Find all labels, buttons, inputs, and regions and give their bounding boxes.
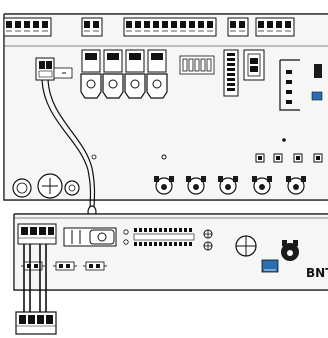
bottom-terminal-block <box>15 311 57 335</box>
header-pin <box>227 88 235 91</box>
status-pads <box>91 138 323 163</box>
chip-pin <box>154 242 157 246</box>
chip-pin <box>139 228 142 232</box>
terminal-screw <box>24 21 30 28</box>
terminal-screw <box>230 21 236 28</box>
module-brand-label: BNT <box>306 266 328 280</box>
terminal-screw <box>144 21 150 28</box>
chip-pin <box>149 228 152 232</box>
chip-pin <box>144 242 147 246</box>
small-component <box>55 261 75 271</box>
right-bracket-connector <box>279 59 323 111</box>
chip-pin <box>159 228 162 232</box>
terminal-screw <box>239 21 245 28</box>
small-component <box>85 261 105 271</box>
left-connector <box>35 57 73 81</box>
chip-pin <box>184 228 187 232</box>
chip-pin <box>144 228 147 232</box>
terminal-screw <box>6 21 12 28</box>
terminal-screw <box>285 21 291 28</box>
terminal-block <box>255 17 295 37</box>
bnt-module <box>13 213 328 291</box>
interconnect-wires <box>23 244 47 314</box>
terminal-screw <box>162 21 168 28</box>
terminal-screw <box>189 21 195 28</box>
terminal-screw <box>153 21 159 28</box>
header-pin <box>227 78 235 81</box>
chip-pin <box>169 228 172 232</box>
terminal-screw <box>93 21 99 28</box>
terminal-screw <box>171 21 177 28</box>
chip-pin <box>154 228 157 232</box>
chip-pin <box>179 228 182 232</box>
terminal-screw <box>15 21 21 28</box>
chip-pin <box>134 228 137 232</box>
chip-pin <box>174 242 177 246</box>
terminal-screw <box>135 21 141 28</box>
dip-switch <box>206 58 212 72</box>
chip-pin <box>174 228 177 232</box>
chip-pin <box>149 242 152 246</box>
top-terminal-strip <box>3 17 295 37</box>
dip-switch-bank <box>179 55 215 75</box>
chip-pin <box>159 242 162 246</box>
chip-pin <box>184 242 187 246</box>
terminal-screw <box>267 21 273 28</box>
knob-row <box>154 176 306 195</box>
header-pin <box>227 58 235 61</box>
header-pin <box>227 68 235 71</box>
chip-pin <box>164 228 167 232</box>
dip-switch <box>182 58 188 72</box>
terminal-screw <box>180 21 186 28</box>
module-small-components <box>21 261 107 271</box>
mounting-screws <box>12 173 80 199</box>
dip-switch <box>194 58 200 72</box>
dip-switch <box>188 58 194 72</box>
terminal-screw <box>258 21 264 28</box>
module-dark-knob <box>281 240 299 261</box>
header-pin <box>227 63 235 66</box>
chip-pin <box>164 242 167 246</box>
header-pin <box>227 53 235 56</box>
chip-pin <box>179 242 182 246</box>
chip-pin <box>169 242 172 246</box>
chip-pin <box>139 242 142 246</box>
chip-body <box>133 233 195 241</box>
vertical-pin-header <box>223 49 265 97</box>
relay-bank <box>80 49 168 99</box>
dip-switch <box>200 58 206 72</box>
chip-pin <box>189 242 192 246</box>
header-pin <box>227 73 235 76</box>
terminal-screw <box>198 21 204 28</box>
chip-pin <box>134 242 137 246</box>
header-pin <box>227 83 235 86</box>
module-crosshair-screws <box>203 229 257 257</box>
module-blue-chip <box>261 259 279 273</box>
terminal-screw <box>42 21 48 28</box>
module-top-terminal <box>17 223 57 245</box>
terminal-screw <box>126 21 132 28</box>
module-plug-socket <box>63 227 117 247</box>
module-chip-rows <box>123 228 195 246</box>
terminal-screw <box>33 21 39 28</box>
chip-pin <box>189 228 192 232</box>
terminal-screw <box>276 21 282 28</box>
terminal-screw <box>207 21 213 28</box>
terminal-screw <box>84 21 90 28</box>
